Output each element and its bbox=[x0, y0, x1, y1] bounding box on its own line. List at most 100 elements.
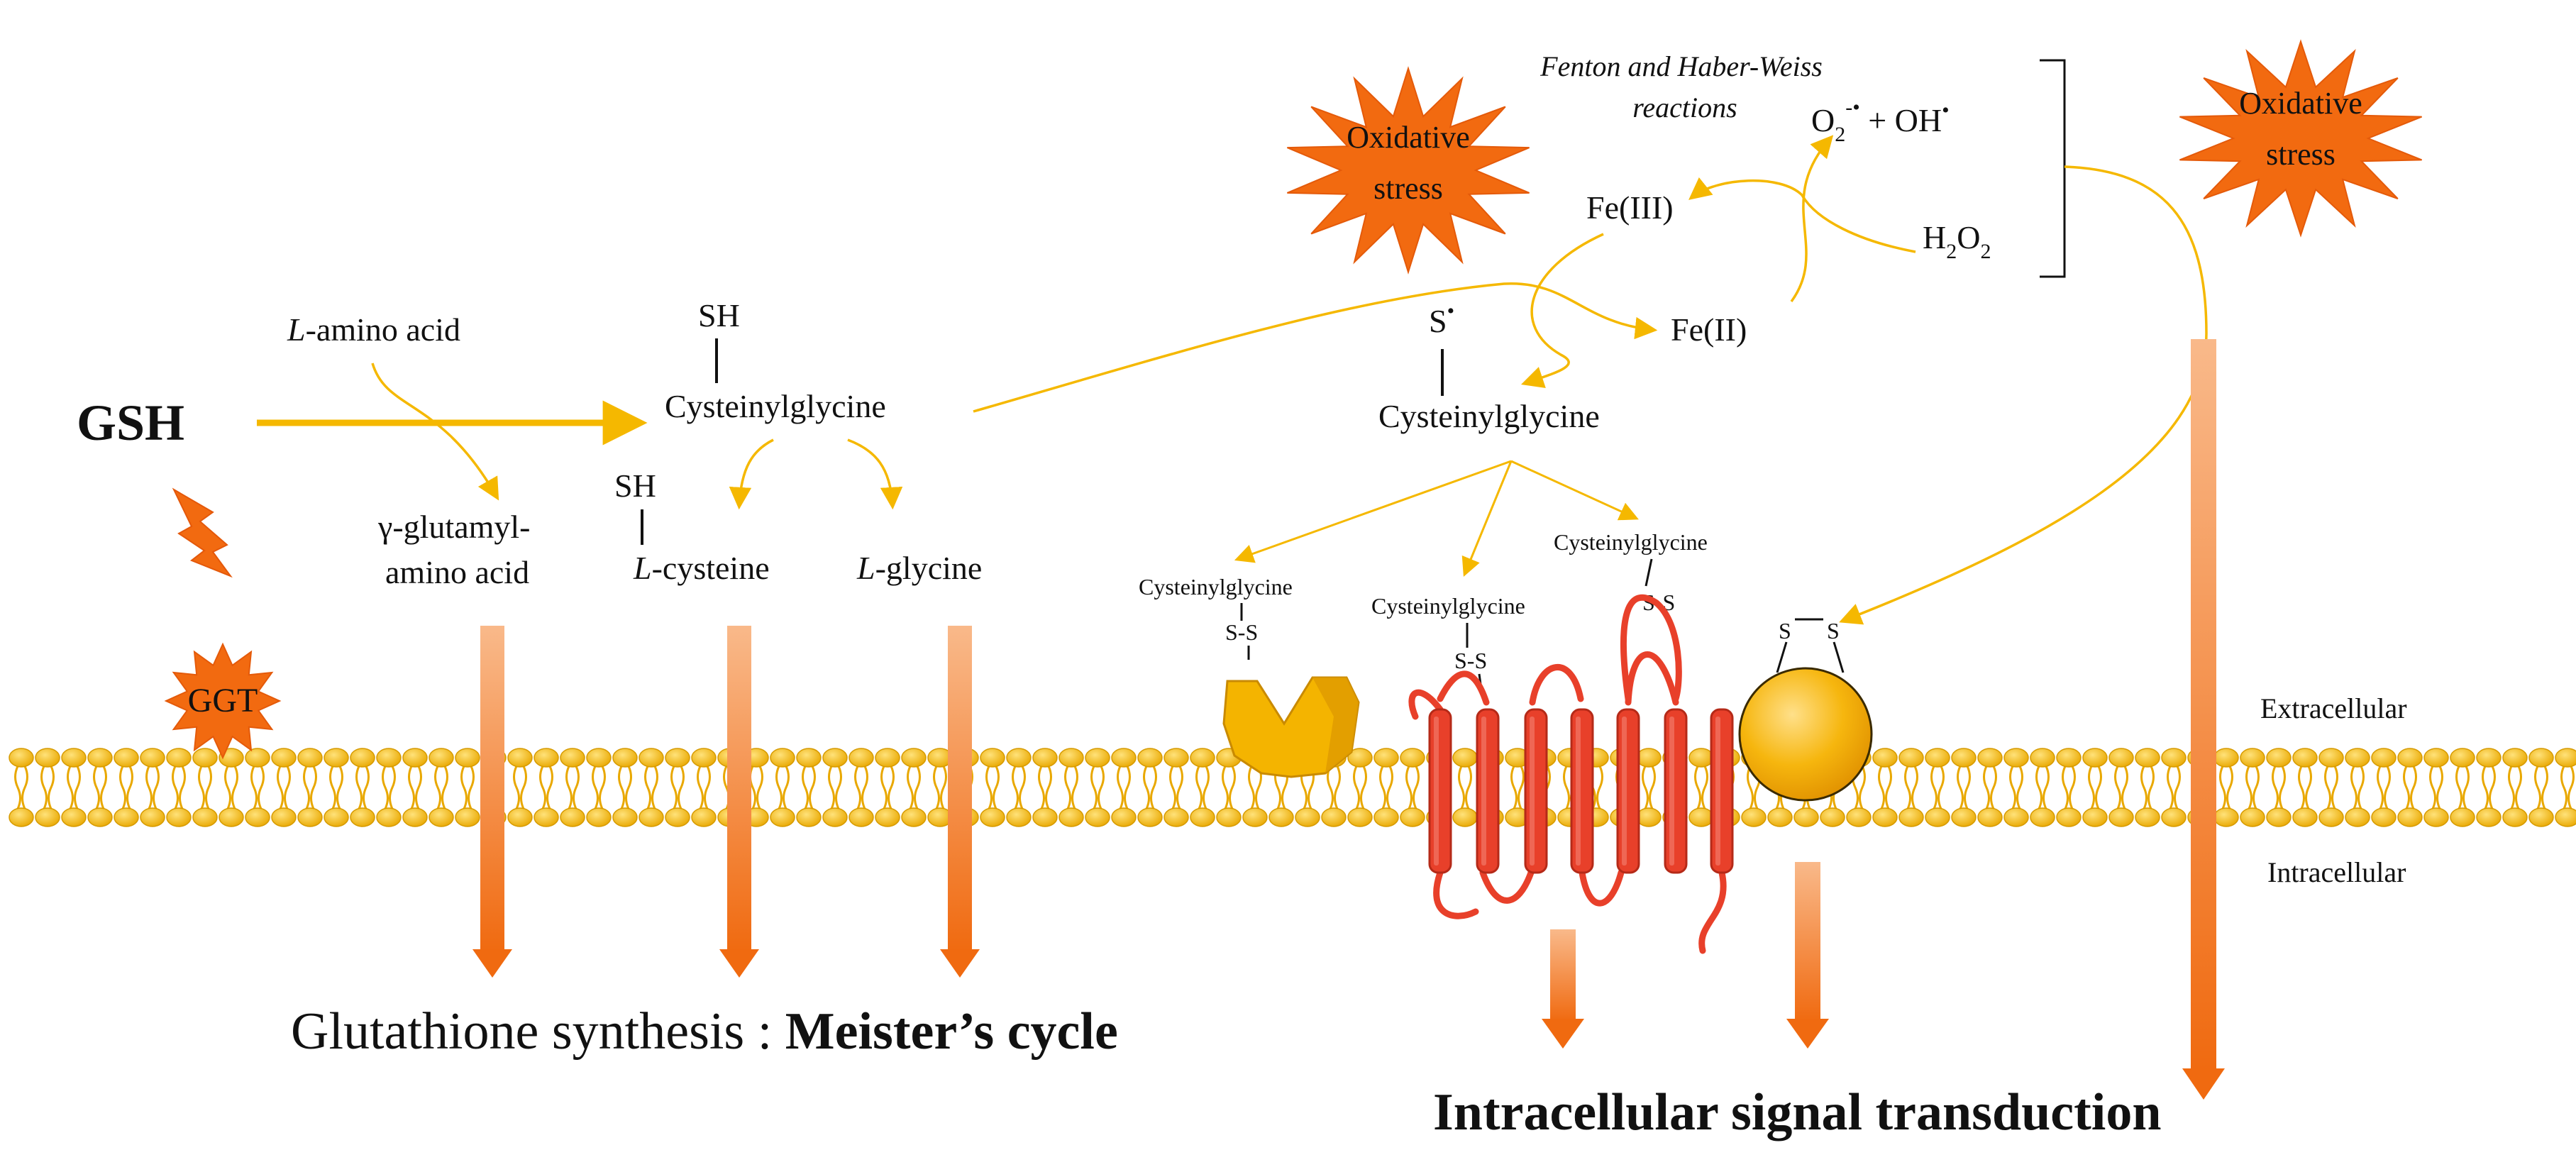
lightning-bolt-icon bbox=[172, 487, 233, 578]
lipid-head-inner bbox=[2292, 807, 2318, 827]
phospholipid bbox=[2030, 748, 2055, 827]
phospholipid bbox=[1452, 748, 1478, 827]
lipid-head-inner bbox=[796, 807, 822, 827]
lipid-head-outer bbox=[2318, 748, 2344, 768]
lipid-head-inner bbox=[35, 807, 60, 827]
phospholipid bbox=[1898, 748, 1924, 827]
fenton-label-line1: Fenton and Haber-Weiss bbox=[1539, 50, 1823, 82]
phospholipid bbox=[1872, 748, 1898, 827]
gamma-glutamyl-label-line1: γ-glutamyl- bbox=[377, 509, 531, 545]
lipid-head-outer bbox=[2502, 748, 2528, 768]
sphere-protein: S S bbox=[1738, 618, 1873, 802]
lipid-head-inner bbox=[2528, 807, 2554, 827]
lipid-head-inner bbox=[2423, 807, 2449, 827]
lipid-head-inner bbox=[402, 807, 428, 827]
lipid-head-outer bbox=[1977, 748, 2003, 768]
lipid-head-outer bbox=[2450, 748, 2475, 768]
lipid-head-outer bbox=[1636, 748, 1662, 768]
phospholipid bbox=[586, 748, 612, 827]
lipid-head-inner bbox=[1242, 807, 1268, 827]
phospholipid bbox=[2266, 748, 2292, 827]
phospholipid bbox=[1111, 748, 1137, 827]
cysgly-to-fe2-curve bbox=[973, 282, 1658, 413]
lipid-head-inner bbox=[1032, 807, 1058, 827]
fenton-label-line2: reactions bbox=[1632, 92, 1737, 123]
lipid-head-inner bbox=[1373, 807, 1399, 827]
lipid-head-outer bbox=[429, 748, 454, 768]
lipid-head-outer bbox=[2345, 748, 2370, 768]
fan-arrow-left bbox=[1234, 460, 1512, 563]
phospholipid bbox=[1085, 748, 1110, 827]
lipid-head-inner bbox=[1058, 807, 1084, 827]
tm-helix bbox=[1476, 708, 1500, 874]
phospholipid bbox=[1006, 748, 1032, 827]
lipid-head-outer bbox=[297, 748, 323, 768]
extracellular-label: Extracellular bbox=[2260, 692, 2407, 724]
lipid-head-inner bbox=[2476, 807, 2502, 827]
lipid-head-outer bbox=[1347, 748, 1373, 768]
lipid-head-outer bbox=[402, 748, 428, 768]
lipid-head-inner bbox=[1085, 807, 1110, 827]
flow-arrow-head bbox=[940, 949, 980, 978]
n-terminal-tail bbox=[1408, 689, 1444, 720]
phospholipid bbox=[927, 748, 953, 827]
lipid-head-outer bbox=[1032, 748, 1058, 768]
lipid-head-outer bbox=[2135, 748, 2160, 768]
lipid-head-outer bbox=[166, 748, 192, 768]
phospholipid bbox=[2555, 748, 2576, 827]
phospholipid bbox=[1347, 748, 1373, 827]
sphere-s-right: S bbox=[1827, 618, 1840, 643]
cysteinylglycine-label: Cysteinylglycine bbox=[665, 388, 886, 424]
h2o2-label: H2O2 bbox=[1923, 219, 1991, 263]
lipid-head-inner bbox=[9, 807, 34, 827]
sh-cysteine-label: SH bbox=[614, 468, 656, 504]
phospholipid bbox=[1163, 748, 1189, 827]
lipid-head-inner bbox=[848, 807, 874, 827]
lipid-head-inner bbox=[219, 807, 244, 827]
l-glycine-label: L-glycine bbox=[856, 550, 982, 586]
lipid-head-outer bbox=[1898, 748, 1924, 768]
lipid-head-outer bbox=[2213, 748, 2239, 768]
lipid-head-inner bbox=[770, 807, 795, 827]
lipid-head-inner bbox=[2161, 807, 2187, 827]
phospholipid bbox=[2318, 748, 2344, 827]
flow-arrow-head bbox=[2182, 1068, 2225, 1100]
lipid-head-outer bbox=[2030, 748, 2055, 768]
transmembrane-protein bbox=[1408, 594, 1734, 954]
oxidative-stress-label-line1: Oxidative bbox=[2239, 86, 2362, 121]
phospholipid bbox=[2108, 748, 2134, 827]
lipid-head-inner bbox=[1820, 807, 1845, 827]
lipid-head-inner bbox=[1137, 807, 1163, 827]
phospholipid bbox=[402, 748, 428, 827]
phospholipid bbox=[1400, 748, 1425, 827]
lipid-head-inner bbox=[2056, 807, 2082, 827]
lipid-head-outer bbox=[1111, 748, 1137, 768]
phospholipid bbox=[1951, 748, 1977, 827]
lipid-head-outer bbox=[2528, 748, 2554, 768]
lipid-head-inner bbox=[560, 807, 585, 827]
lipid-head-inner bbox=[324, 807, 349, 827]
phospholipid bbox=[2240, 748, 2265, 827]
lipid-head-inner bbox=[586, 807, 612, 827]
lipid-head-inner bbox=[1163, 807, 1189, 827]
tm-helix bbox=[1664, 708, 1688, 874]
phospholipid bbox=[691, 748, 717, 827]
tm-helix-highlight bbox=[1715, 717, 1720, 866]
lipid-head-inner bbox=[2450, 807, 2475, 827]
sphere-body bbox=[1738, 667, 1873, 802]
lipid-head-outer bbox=[1688, 748, 1714, 768]
lipid-head-outer bbox=[2003, 748, 2029, 768]
phospholipid bbox=[2213, 748, 2239, 827]
phospholipid bbox=[980, 748, 1005, 827]
lipid-head-inner bbox=[534, 807, 559, 827]
fe3-label: Fe(III) bbox=[1586, 189, 1674, 226]
lipid-head-inner bbox=[2345, 807, 2370, 827]
oxidative-stress-starburst-icon bbox=[2179, 39, 2422, 238]
disulfide-label-1: S-S bbox=[1225, 619, 1258, 645]
oxidative-stress-label-line1: Oxidative bbox=[1347, 120, 1470, 155]
lipid-head-inner bbox=[1767, 807, 1793, 827]
tm-helix-highlight bbox=[1530, 717, 1535, 866]
lipid-head-inner bbox=[1216, 807, 1242, 827]
disulfide-bond-3 bbox=[1644, 558, 1653, 587]
phospholipid bbox=[1216, 748, 1242, 827]
